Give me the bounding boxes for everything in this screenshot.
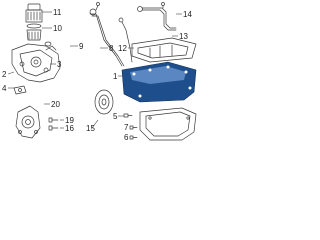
dipstick-tube — [89, 2, 125, 67]
oil-cooler-lines — [137, 2, 177, 31]
bolt-16 — [48, 125, 59, 131]
callout-16: 16 — [65, 124, 74, 133]
bolt-6 — [129, 135, 138, 140]
callout-5: 5 — [113, 112, 118, 121]
callout-1: 1 — [113, 72, 118, 81]
callout-2: 2 — [2, 70, 7, 79]
drain-plug — [123, 113, 133, 118]
callout-12: 12 — [118, 44, 127, 53]
leader-lines — [7, 11, 182, 129]
lower-oil-pan — [139, 107, 197, 141]
crankshaft-seal — [94, 89, 114, 115]
windage-tray — [131, 37, 197, 63]
callout-labels: 11 10 9 8 14 13 12 3 1 5 2 4 20 19 16 15… — [2, 8, 192, 142]
callout-8: 8 — [109, 44, 114, 53]
callout-4: 4 — [2, 84, 7, 93]
callout-20: 20 — [51, 100, 60, 109]
callout-19: 19 — [65, 116, 74, 125]
dipstick — [118, 17, 133, 63]
bolt-19 — [48, 117, 59, 123]
oil-pump-lower — [15, 105, 41, 139]
callout-9: 9 — [79, 42, 84, 51]
callout-14: 14 — [183, 10, 192, 19]
oil-filter-housing — [25, 3, 52, 47]
callout-15: 15 — [86, 124, 95, 133]
callout-6: 6 — [124, 133, 129, 142]
oil-pump-assembly — [11, 43, 61, 83]
parts-diagram: 11 10 9 8 14 13 12 3 1 5 2 4 20 19 16 15… — [0, 0, 200, 147]
callout-11: 11 — [53, 8, 62, 17]
callout-3: 3 — [57, 60, 62, 69]
oil-cooler-bracket — [13, 85, 27, 95]
bolt-7 — [129, 125, 138, 130]
callout-10: 10 — [53, 24, 62, 33]
oil-pan-highlighted — [121, 61, 197, 103]
callout-13: 13 — [179, 32, 188, 41]
parts-diagram-canvas: 11 10 9 8 14 13 12 3 1 5 2 4 20 19 16 15… — [2, 2, 197, 142]
callout-7: 7 — [124, 123, 129, 132]
